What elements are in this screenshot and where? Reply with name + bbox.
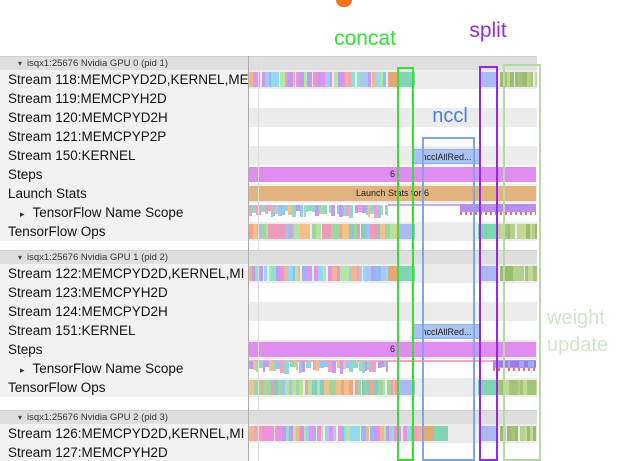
process-header[interactable]: ▾ isqx1:25676 Nvidia GPU 1 (pid 2) bbox=[0, 250, 537, 265]
process-header-label: isqx1:25676 Nvidia GPU 1 (pid 2) bbox=[27, 252, 169, 263]
expand-arrow-icon[interactable]: ▸ bbox=[20, 209, 25, 219]
time-gridline bbox=[258, 56, 259, 461]
scope-segment[interactable] bbox=[460, 204, 536, 212]
scope-topline bbox=[249, 360, 536, 362]
timeline-track[interactable] bbox=[249, 264, 622, 283]
timeline-track[interactable] bbox=[249, 359, 622, 378]
split-annotation-box bbox=[479, 66, 498, 461]
sidebar-divider[interactable] bbox=[248, 56, 249, 461]
trace-event-stripes[interactable] bbox=[249, 380, 397, 395]
weight-update-annotation-label: weight update bbox=[547, 305, 608, 359]
steps-bar[interactable]: 6 bbox=[249, 342, 536, 357]
sidebar-row-label: TensorFlow Ops bbox=[0, 378, 248, 397]
split-kernel-block[interactable] bbox=[481, 426, 497, 441]
sidebar-row-label: Steps bbox=[0, 165, 248, 184]
timeline-track[interactable] bbox=[249, 378, 622, 397]
sidebar-row-label: Stream 124:MEMCPYD2H bbox=[0, 302, 248, 321]
trace-event-stripes[interactable] bbox=[249, 266, 388, 281]
ops-concat-block[interactable] bbox=[398, 224, 415, 239]
weight-update-line2: update bbox=[547, 334, 609, 356]
sidebar-row-label: Stream 126:MEMCPYD2D,KERNEL,MI bbox=[0, 424, 248, 443]
ops-split-block[interactable] bbox=[478, 224, 497, 239]
sidebar-row-label: Launch Stats bbox=[0, 184, 248, 203]
split-kernel-block[interactable] bbox=[481, 266, 497, 281]
sidebar-row-label[interactable]: ▸TensorFlow Name Scope bbox=[0, 203, 248, 222]
ops-concat-block[interactable] bbox=[398, 380, 415, 395]
process-header-label: isqx1:25676 Nvidia GPU 0 (pid 1) bbox=[27, 58, 169, 69]
track-background bbox=[249, 302, 537, 321]
trace-event-stripes[interactable] bbox=[500, 72, 537, 87]
concat-annotation-label: concat bbox=[334, 27, 396, 50]
weight-update-line1: weight bbox=[547, 307, 605, 329]
scope-ticks bbox=[493, 368, 536, 371]
timeline-track[interactable]: 6 bbox=[249, 340, 622, 359]
split-annotation-label: split bbox=[469, 19, 507, 42]
sidebar-row-label: Stream 120:MEMCPYD2H bbox=[0, 108, 248, 127]
trace-event-stripes[interactable] bbox=[249, 72, 388, 87]
collapse-arrow-icon[interactable]: ▾ bbox=[18, 413, 23, 422]
sidebar-row-label: Stream 151:KERNEL bbox=[0, 321, 248, 340]
concat-annotation-box bbox=[397, 67, 414, 461]
timeline-track[interactable]: 6 bbox=[249, 165, 622, 184]
split-kernel-block[interactable] bbox=[481, 72, 497, 87]
process-header[interactable]: ▾ isqx1:25676 Nvidia GPU 2 (pid 3) bbox=[0, 410, 537, 425]
trace-event-stripes[interactable] bbox=[499, 361, 536, 367]
trace-event-stripes[interactable] bbox=[249, 361, 388, 374]
ops-split-block[interactable] bbox=[478, 380, 497, 395]
sidebar-row-label: Stream 119:MEMCPYH2D bbox=[0, 89, 248, 108]
process-header[interactable]: ▾ isqx1:25676 Nvidia GPU 0 (pid 1) bbox=[0, 56, 537, 71]
concat-kernel-block[interactable] bbox=[400, 72, 415, 87]
trace-event-stripes[interactable] bbox=[249, 426, 423, 441]
trace-event-stripes[interactable] bbox=[497, 224, 537, 239]
sidebar-row-label: Stream 122:MEMCPYD2D,KERNEL,MI bbox=[0, 264, 248, 283]
concat-kernel-block[interactable] bbox=[400, 266, 415, 281]
nccl-annotation-label: nccl bbox=[432, 105, 468, 127]
sidebar-row-label: Stream 121:MEMCPYP2P bbox=[0, 127, 248, 146]
sidebar-row-label: Stream 127:MEMCPYH2D bbox=[0, 443, 248, 461]
expand-arrow-icon[interactable]: ▸ bbox=[20, 365, 25, 375]
launch-stats-bar[interactable]: Launch Stats for 6 bbox=[249, 186, 536, 201]
trace-event-stripes[interactable] bbox=[249, 224, 397, 239]
timeline-track[interactable] bbox=[249, 203, 622, 222]
collapse-arrow-icon[interactable]: ▾ bbox=[18, 59, 23, 68]
sidebar-row-label: Stream 118:MEMCPYD2D,KERNEL,ME bbox=[0, 70, 248, 89]
concat-kernel-block[interactable] bbox=[433, 426, 448, 441]
collapse-arrow-icon[interactable]: ▾ bbox=[18, 253, 23, 262]
timeline-track[interactable] bbox=[249, 108, 622, 127]
process-header-label: isqx1:25676 Nvidia GPU 2 (pid 3) bbox=[27, 412, 169, 423]
timeline-track[interactable] bbox=[249, 70, 622, 89]
sidebar-row-label[interactable]: ▸TensorFlow Name Scope bbox=[0, 359, 248, 378]
timeline-track[interactable] bbox=[249, 424, 622, 443]
cut-off-orange-text bbox=[336, 0, 352, 7]
trace-event-stripes[interactable] bbox=[249, 205, 388, 218]
trace-event-stripes[interactable] bbox=[497, 380, 537, 395]
scope-ticks bbox=[460, 212, 536, 215]
timeline-track[interactable] bbox=[249, 302, 622, 321]
timeline-track[interactable]: Launch Stats for 6 bbox=[249, 184, 622, 203]
sidebar-row-label: TensorFlow Ops bbox=[0, 222, 248, 241]
track-background bbox=[249, 108, 537, 127]
timeline-track[interactable] bbox=[249, 222, 622, 241]
weight-update-annotation-box bbox=[503, 64, 541, 461]
sidebar-row-label: Stream 150:KERNEL bbox=[0, 146, 248, 165]
nccl-annotation-box bbox=[422, 137, 475, 461]
sidebar-row-label: Stream 123:MEMCPYH2D bbox=[0, 283, 248, 302]
sidebar-row-label: Steps bbox=[0, 340, 248, 359]
timeline-track[interactable]: ncclAllRed... bbox=[249, 146, 622, 165]
memcpy-block[interactable] bbox=[423, 426, 433, 441]
steps-bar[interactable]: 6 bbox=[249, 167, 536, 182]
